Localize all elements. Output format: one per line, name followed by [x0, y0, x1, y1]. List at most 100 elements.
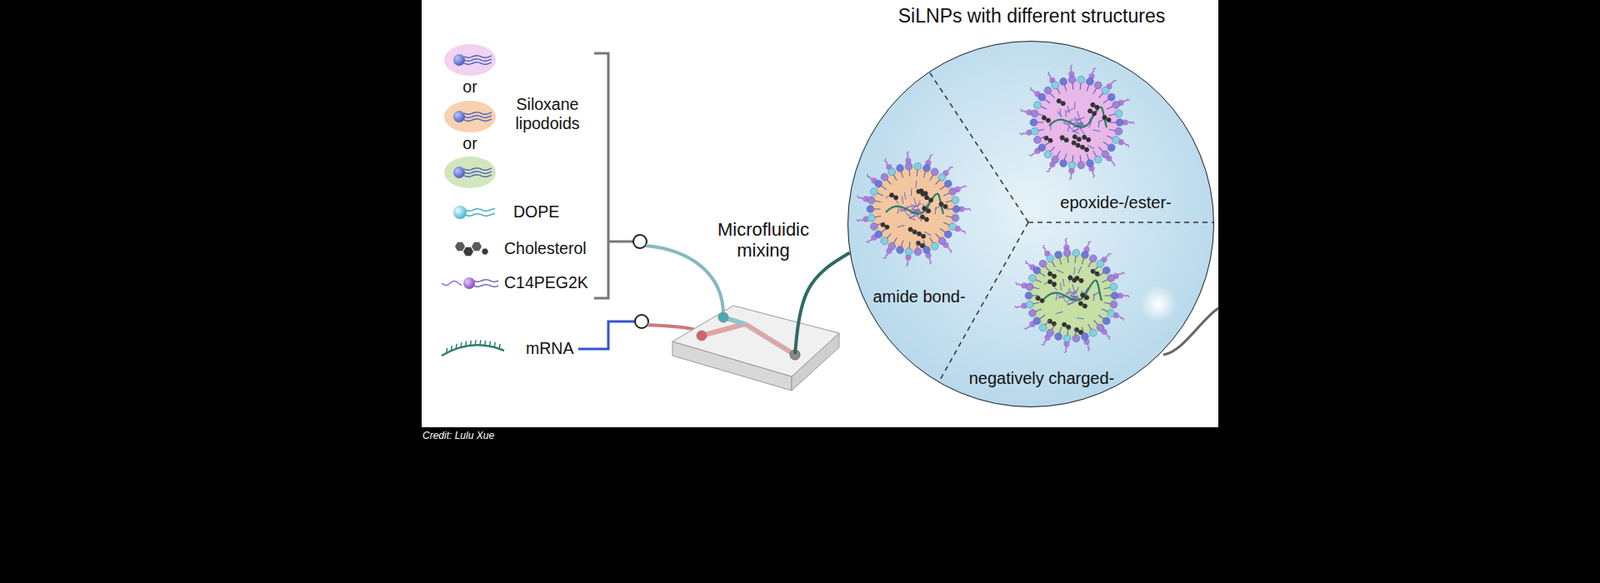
lipid-head [938, 237, 946, 245]
lipid-tail [1080, 128, 1085, 135]
particle-core [1030, 254, 1115, 339]
circle-ground [847, 40, 1215, 408]
lipid-head [949, 223, 957, 231]
lipid-tail [1055, 311, 1064, 314]
lipid-tail [1075, 122, 1084, 124]
sector-region: amide bond- [869, 286, 969, 308]
lipid-head [1044, 150, 1052, 159]
cholesterol [1101, 115, 1111, 123]
lipid-head [1110, 292, 1119, 300]
sector-label: epoxide-/ester- [1060, 193, 1171, 212]
lipid-head [1028, 310, 1036, 318]
lipid-head [870, 223, 878, 231]
cholesterol [907, 227, 917, 235]
lipid-head [1060, 78, 1068, 86]
lipid-tail [1066, 108, 1074, 112]
cholesterol [1047, 280, 1057, 288]
lipid-head [905, 162, 913, 170]
lipid-head [875, 230, 883, 239]
lipid-head [1081, 333, 1090, 341]
lipid-tail [1092, 130, 1100, 132]
lipid-tail [464, 55, 492, 59]
cholesterol [924, 195, 934, 203]
cholesterol [1070, 140, 1080, 149]
cholesterol [1067, 275, 1077, 284]
lipid-head [1060, 160, 1068, 168]
lipid-head [1102, 317, 1110, 325]
connector [795, 252, 850, 355]
lipid-head [1030, 127, 1039, 135]
lipid-tail [904, 192, 906, 200]
cholesterol [1078, 301, 1088, 310]
lipid-head [944, 180, 952, 188]
lipid-head [1033, 136, 1041, 145]
cholesterol [1090, 102, 1100, 110]
cholesterol [1080, 293, 1090, 301]
drawing-part [701, 324, 745, 336]
lipid-tail [912, 210, 920, 212]
lipid-head [1033, 317, 1041, 325]
cholesterol [921, 206, 931, 215]
lipid-tail [464, 112, 492, 115]
lipid-head [1051, 81, 1060, 90]
peg-chain [441, 280, 462, 285]
lipid-tail [464, 171, 492, 175]
lipid-head [896, 246, 905, 255]
mrna-base [480, 340, 481, 345]
lipid-tail [1070, 295, 1079, 297]
peg-head [463, 277, 475, 290]
cholesterol [1056, 99, 1066, 107]
drawing-part [745, 324, 795, 355]
lipid-head [1107, 310, 1115, 318]
lipid-tail [1055, 293, 1057, 301]
lipid-tail [1076, 318, 1085, 320]
lipid-tail [935, 206, 936, 215]
white-panel [421, 0, 1219, 428]
lipid-head [1044, 86, 1052, 95]
lipid-tail [464, 119, 492, 122]
lipid-tail [914, 197, 916, 205]
cholesterol [889, 193, 899, 201]
lipid-tail [902, 196, 904, 205]
sector-label: negatively charged- [969, 369, 1115, 388]
nanoparticle [1020, 65, 1135, 180]
particle-core [871, 167, 956, 252]
legend-label: mRNA [525, 339, 574, 359]
lipid-head [1089, 255, 1097, 263]
lipid-head [896, 165, 905, 173]
mrna-base [455, 344, 457, 350]
lipid-tail [1072, 298, 1080, 300]
lipid-head [1068, 161, 1076, 170]
lipid-tail [1074, 101, 1076, 110]
lipid-head [1033, 266, 1041, 275]
lipid-head [914, 162, 922, 170]
lipid-backdrop [444, 156, 496, 189]
lipid-head [1112, 101, 1120, 110]
lipid-head [1039, 260, 1047, 268]
peg-tail [473, 280, 499, 283]
lipid-tail [1067, 105, 1070, 114]
cholesterol-ring [463, 247, 474, 256]
dope-head [453, 205, 467, 220]
lipid-head [952, 205, 960, 214]
mrna-line [578, 321, 635, 350]
bracket [594, 53, 634, 299]
cholesterol-ring [481, 249, 489, 255]
lipid-head [1063, 249, 1071, 257]
lipid-tail [1067, 288, 1070, 295]
lipid-head [1112, 136, 1120, 145]
lipid-tail [924, 231, 931, 235]
lipid-head [1077, 75, 1085, 84]
lipid-tail [1065, 110, 1067, 118]
drawing-part [696, 330, 707, 341]
lipid-tail [1072, 290, 1076, 298]
mrna-strand [1049, 107, 1107, 128]
lipid-head [888, 168, 896, 176]
lipid-tail [915, 180, 917, 189]
lipid-tail [1075, 123, 1084, 125]
chip-label: Microfluidic mixing [696, 219, 830, 261]
lipid-head [923, 246, 931, 255]
glow [1140, 285, 1177, 323]
lipid-tail [464, 59, 492, 62]
lipid-head [1025, 292, 1033, 300]
